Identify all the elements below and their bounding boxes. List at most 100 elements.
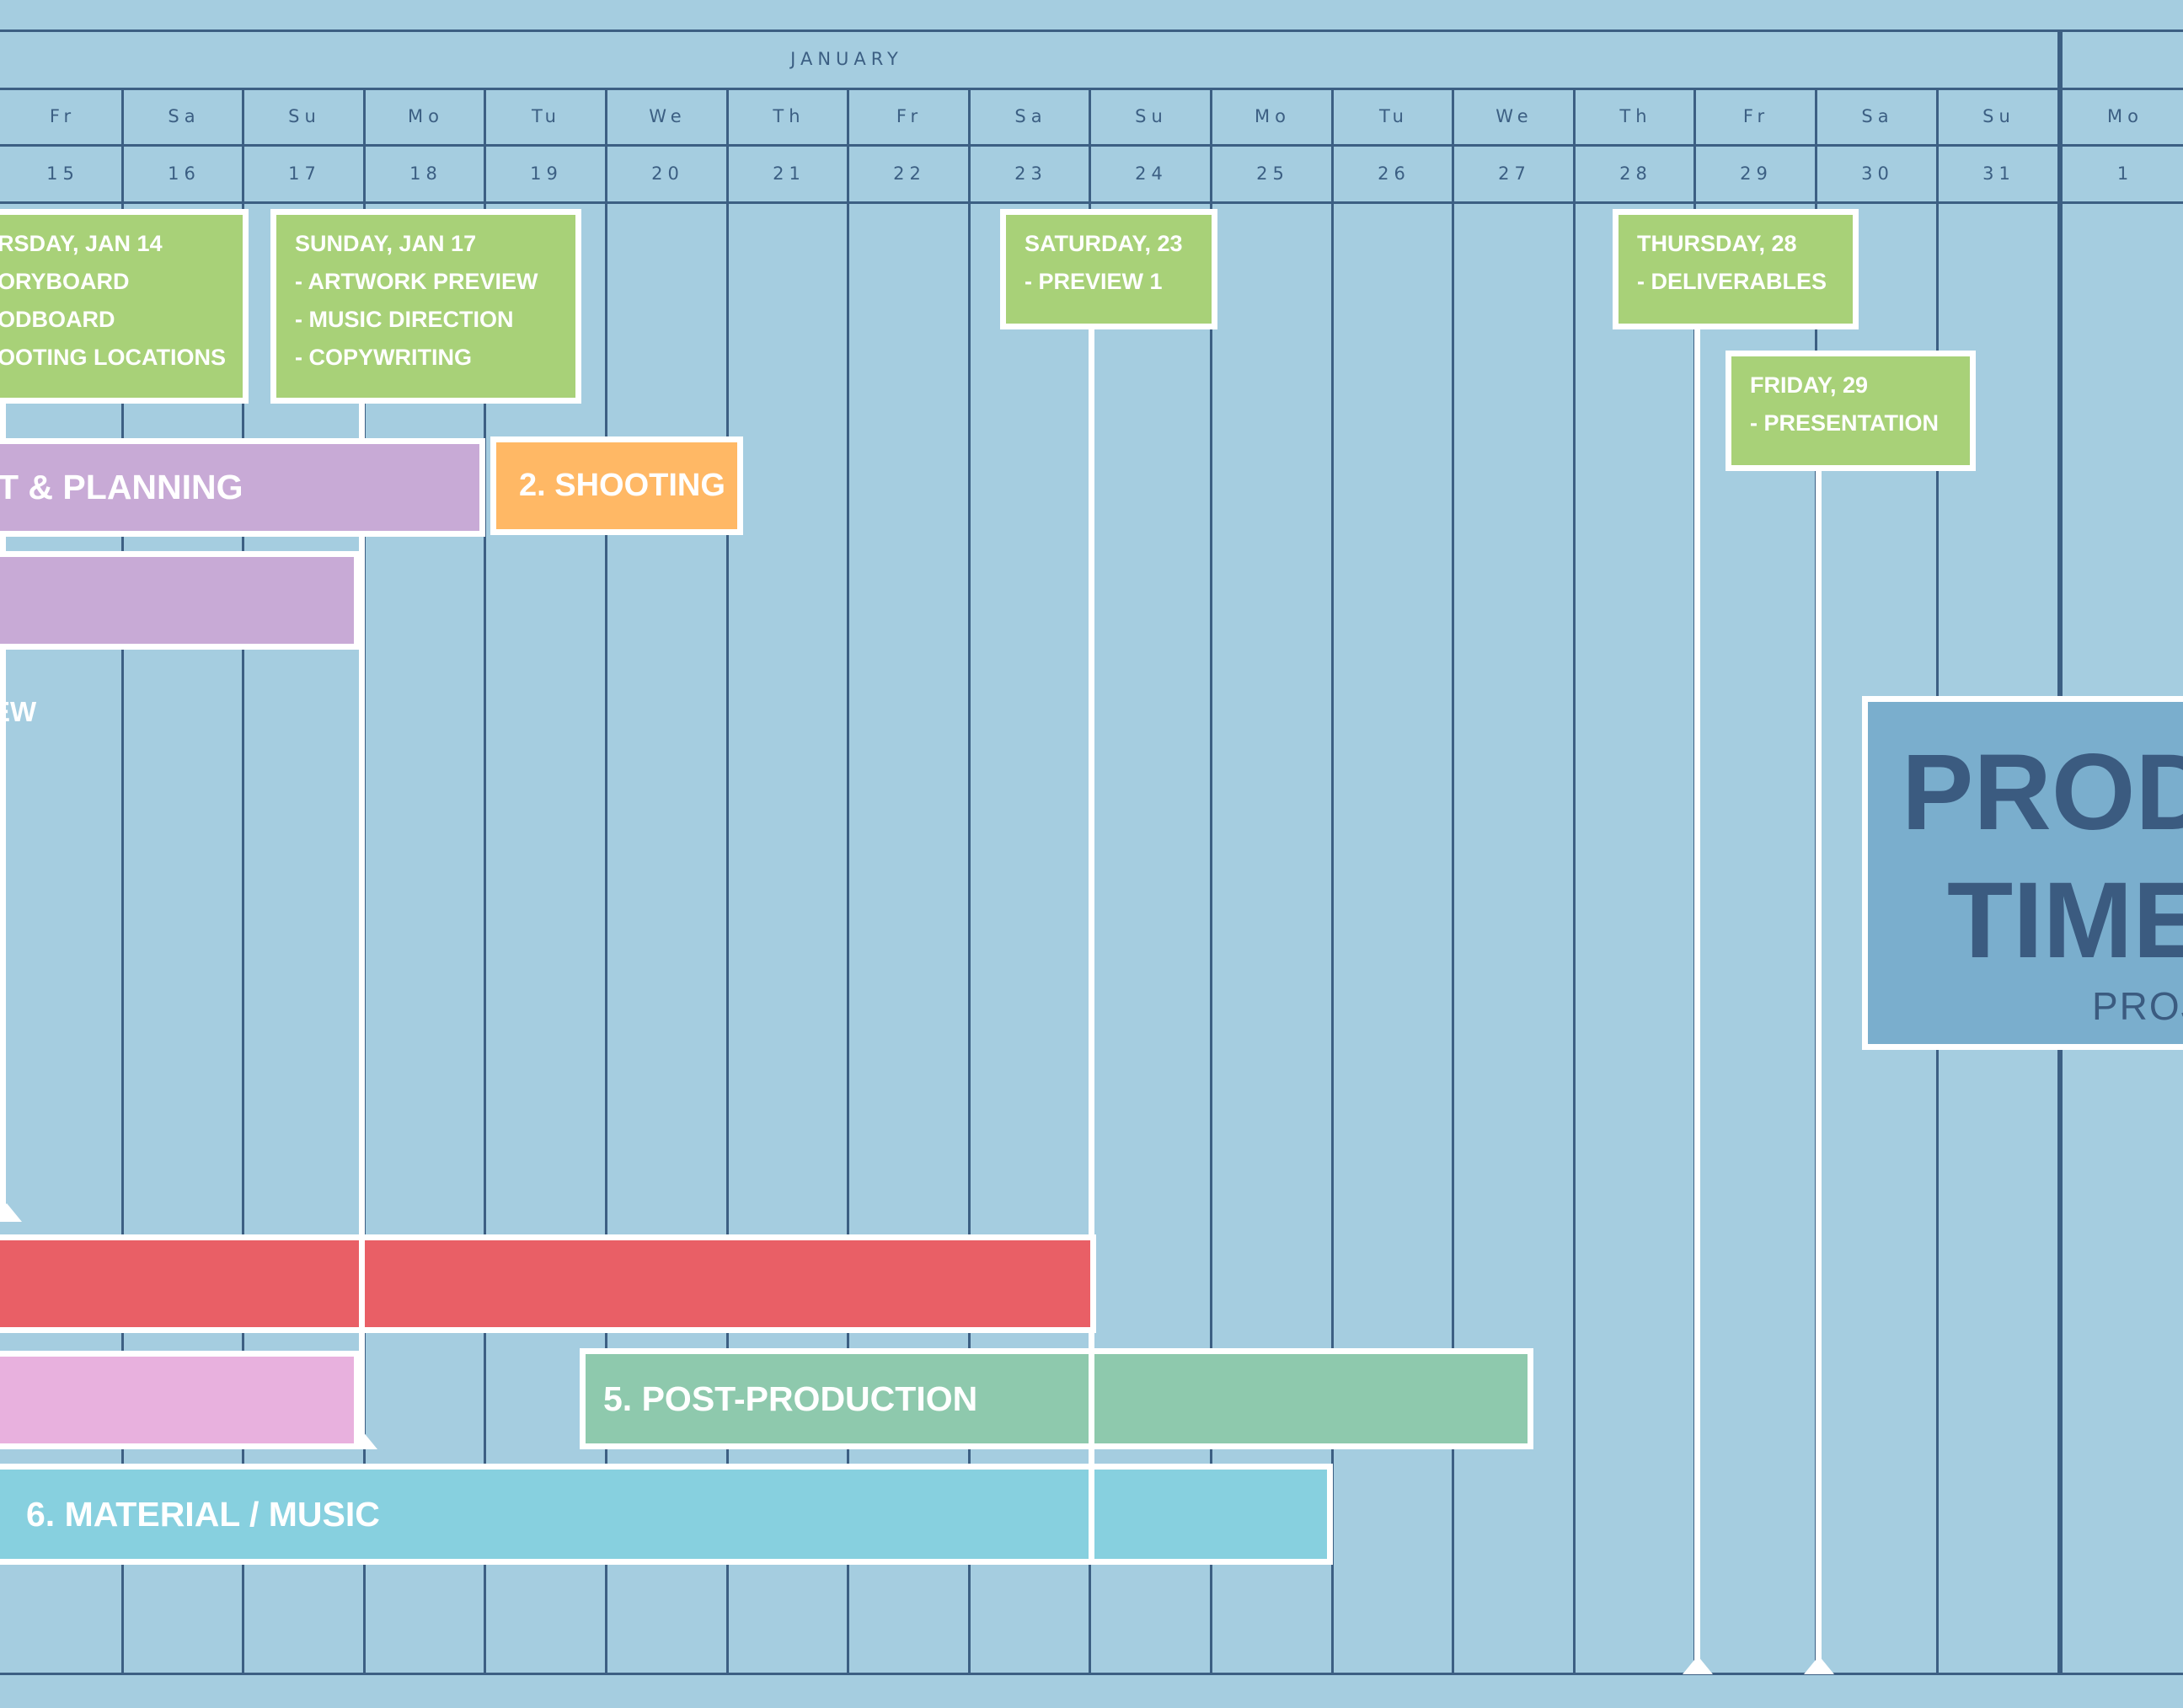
header-top-line	[0, 29, 2183, 32]
phase-label-review: EW	[0, 696, 37, 727]
day-column-divider	[121, 88, 124, 1675]
day-number-label: 28	[1619, 163, 1652, 184]
milestone-fri29[interactable]: FRIDAY, 29 - PRESENTATION	[1726, 351, 1976, 471]
day-name-label: We	[649, 106, 687, 126]
day-name-label: Th	[773, 106, 805, 126]
phase-bar-planning[interactable]: T & PLANNING	[0, 438, 485, 537]
day-column-divider	[968, 88, 971, 1675]
day-number-label: 30	[1861, 163, 1894, 184]
milestone-sat23-date: SATURDAY, 23	[1025, 231, 1183, 256]
day-name-label: Mo	[1255, 106, 1291, 126]
day-number-label: 17	[288, 163, 321, 184]
connector-jan14-arrow	[0, 1203, 22, 1222]
milestone-thu28[interactable]: THURSDAY, 28 - DELIVERABLES	[1613, 209, 1859, 329]
day-name-label: Tu	[1379, 106, 1409, 126]
day-number-label: 1	[2116, 163, 2134, 184]
milestone-jan17-item: - MUSIC DIRECTION	[295, 307, 514, 332]
day-number-label: 29	[1740, 163, 1773, 184]
milestone-jan14[interactable]: RSDAY, JAN 14 ORYBOARD ODBOARD OOTING LO…	[0, 209, 249, 404]
header-bottom-line	[0, 201, 2183, 204]
day-number-label: 26	[1378, 163, 1410, 184]
day-number-label: 20	[651, 163, 684, 184]
day-name-label: Sa	[1014, 106, 1047, 126]
title-line-1: PROD	[1902, 732, 2183, 853]
day-number-label: 21	[773, 163, 805, 184]
milestone-sat23[interactable]: SATURDAY, 23 - PREVIEW 1	[1000, 209, 1217, 329]
connector-sat23	[1089, 324, 1094, 1555]
phase-label-review-partial: EW	[0, 683, 76, 742]
milestone-thu28-item: - DELIVERABLES	[1637, 269, 1827, 294]
phase-bar-purple-2[interactable]	[0, 551, 360, 650]
day-number-label: 31	[1982, 163, 2015, 184]
connector-thu28-arrow	[1683, 1656, 1713, 1674]
phase-label-material-music: 6. MATERIAL / MUSIC	[26, 1494, 380, 1534]
day-name-label: We	[1495, 106, 1533, 126]
day-name-label: Fr	[896, 106, 923, 126]
connector-fri29-arrow	[1804, 1656, 1834, 1674]
milestone-jan17[interactable]: SUNDAY, JAN 17 - ARTWORK PREVIEW - MUSIC…	[270, 209, 581, 404]
milestone-jan14-date: RSDAY, JAN 14	[0, 231, 163, 256]
day-number-label: 22	[893, 163, 926, 184]
day-name-label: Su	[1135, 106, 1168, 126]
milestone-jan14-item: ORYBOARD	[0, 269, 130, 294]
day-number-label: 25	[1256, 163, 1289, 184]
connector-jan14	[0, 396, 6, 1218]
header-dayname-divider	[0, 144, 2183, 147]
day-column-divider	[242, 88, 244, 1675]
day-name-label: Fr	[1742, 106, 1770, 126]
day-name-label: Mo	[408, 106, 444, 126]
day-column-divider	[847, 88, 849, 1675]
milestone-jan14-item: OOTING LOCATIONS	[0, 345, 226, 370]
day-column-divider	[605, 88, 607, 1675]
milestone-thu28-date: THURSDAY, 28	[1637, 231, 1797, 256]
milestone-fri29-date: FRIDAY, 29	[1750, 372, 1869, 398]
milestone-jan14-item: ODBOARD	[0, 307, 115, 332]
day-number-label: 16	[168, 163, 201, 184]
phase-bar-post-production[interactable]: 5. POST-PRODUCTION	[580, 1348, 1533, 1449]
milestone-jan17-date: SUNDAY, JAN 17	[295, 231, 477, 256]
day-column-divider	[1331, 88, 1334, 1675]
header-month-divider	[0, 88, 2183, 90]
phase-label-planning: T & PLANNING	[0, 468, 243, 506]
title-line-3: PROJ	[2092, 984, 2183, 1028]
day-number-label: 15	[46, 163, 79, 184]
day-name-label: Sa	[1861, 106, 1894, 126]
day-column-divider	[1452, 88, 1454, 1675]
title-line-2: TIME	[1947, 860, 2183, 981]
day-name-label: Th	[1619, 106, 1652, 126]
day-column-divider	[726, 88, 729, 1675]
day-number-label: 27	[1498, 163, 1531, 184]
day-name-label: Tu	[532, 106, 561, 126]
milestone-fri29-item: - PRESENTATION	[1750, 410, 1940, 436]
phase-bar-shooting[interactable]: 2. SHOOTING	[490, 436, 743, 535]
day-number-label: 18	[409, 163, 442, 184]
connector-jan17-overlay	[359, 1234, 365, 1333]
month-label: JANUARY	[790, 49, 903, 69]
milestone-jan17-item: - COPYWRITING	[295, 345, 472, 370]
day-column-divider	[484, 88, 486, 1675]
day-number-label: 23	[1014, 163, 1047, 184]
day-name-label: Sa	[168, 106, 201, 126]
day-name-label: Mo	[2107, 106, 2143, 126]
day-column-divider	[1573, 88, 1576, 1675]
phase-bar-red[interactable]	[0, 1234, 1096, 1333]
phase-label-shooting: 2. SHOOTING	[519, 468, 725, 503]
connector-thu28	[1694, 324, 1700, 1673]
phase-bar-pink[interactable]	[0, 1351, 360, 1449]
connector-sat23-overlay	[1089, 1348, 1094, 1565]
day-name-label: Su	[1982, 106, 2015, 126]
milestone-jan17-item: - ARTWORK PREVIEW	[295, 269, 538, 294]
day-name-label: Fr	[49, 106, 77, 126]
day-column-divider	[1210, 88, 1212, 1675]
milestone-sat23-item: - PREVIEW 1	[1025, 269, 1163, 294]
connector-jan17	[359, 396, 365, 1445]
phase-label-post-production: 5. POST-PRODUCTION	[603, 1379, 978, 1418]
day-name-label: Su	[288, 106, 321, 126]
day-number-label: 19	[530, 163, 563, 184]
phase-bar-material-music[interactable]: 6. MATERIAL / MUSIC	[0, 1464, 1333, 1565]
production-timeline-title-box: PROD TIME PROJ	[1862, 696, 2183, 1050]
footer-line	[0, 1673, 2183, 1675]
connector-fri29	[1816, 466, 1822, 1673]
day-number-label: 24	[1135, 163, 1168, 184]
